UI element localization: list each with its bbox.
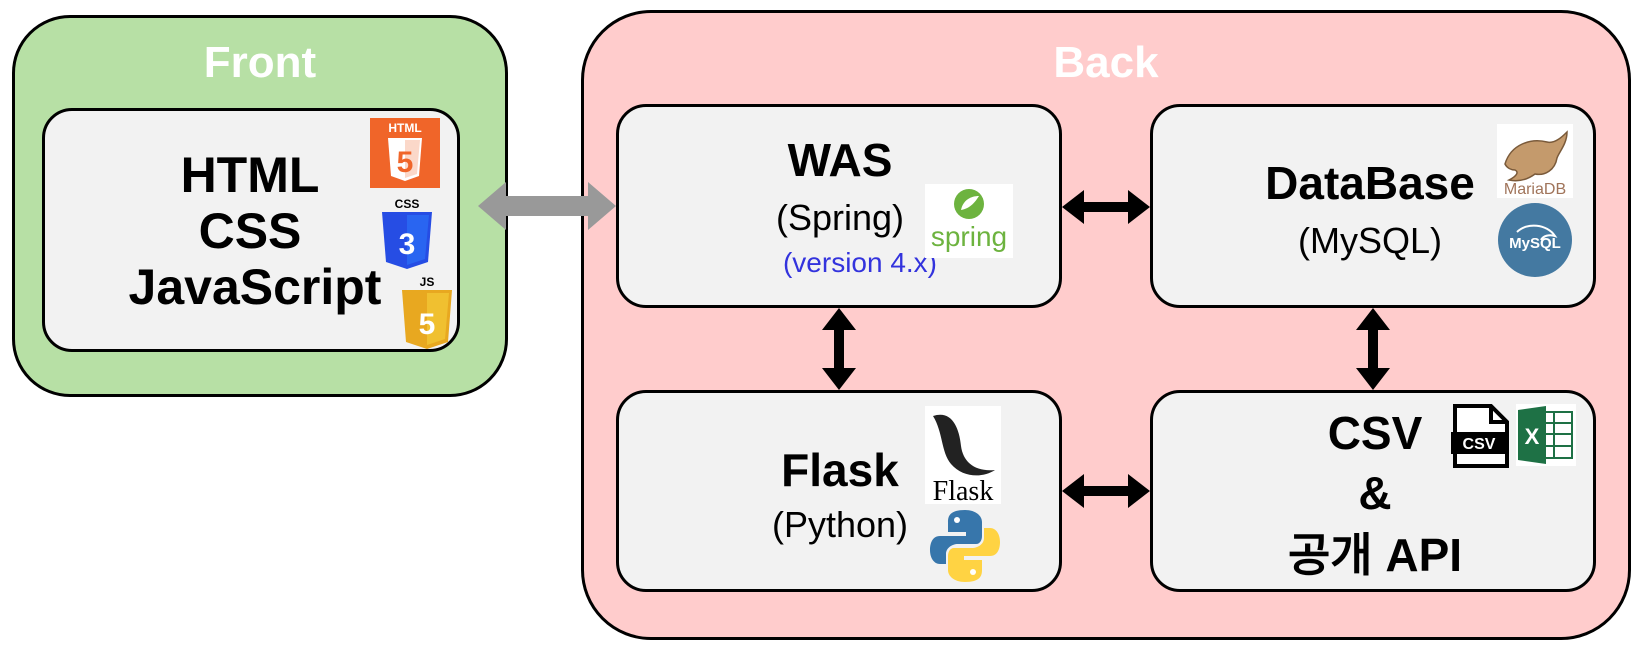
public-api-label: 공개 API [1287,529,1463,581]
csv-title: CSV [1327,407,1423,459]
spring-logo-icon: spring [925,184,1013,258]
was-flask-arrow [822,308,856,390]
svg-text:5: 5 [419,308,436,341]
was-subtitle: (Spring) [775,197,905,238]
was-title: WAS [787,134,893,186]
svg-text:MySQL: MySQL [1509,235,1561,252]
database-title: DataBase [1265,157,1475,209]
tech-html-label: HTML [180,147,320,203]
python-logo-icon [930,510,1000,582]
excel-icon: X [1516,404,1576,466]
flask-csv-arrow [1062,474,1150,508]
flask-logo-icon: Flask [925,406,1001,504]
ampersand-label: & [1358,467,1392,519]
svg-text:HTML: HTML [388,121,421,135]
was-database-arrow [1062,190,1150,224]
was-version: (version 4.x) [782,247,938,278]
svg-text:CSV: CSV [1463,436,1496,453]
svg-text:3: 3 [399,228,416,261]
svg-text:MariaDB: MariaDB [1504,181,1566,198]
svg-text:CSS: CSS [395,197,420,211]
front-was-arrow [478,182,616,230]
html5-logo-icon: HTML 5 [370,118,440,188]
flask-title: Flask [781,444,899,496]
svg-text:X: X [1525,424,1540,449]
svg-text:JS: JS [420,275,435,289]
svg-text:spring: spring [931,221,1007,252]
back-title: Back [1053,38,1159,87]
mysql-logo-icon: MySQL [1498,203,1572,277]
svg-text:5: 5 [397,146,414,179]
csv-file-icon: CSV [1451,404,1509,468]
mariadb-logo-icon: MariaDB [1497,124,1573,198]
tech-javascript-label: JavaScript [128,259,382,315]
javascript-logo-icon: JS 5 [402,275,452,349]
database-csv-arrow [1356,308,1390,390]
flask-subtitle: (Python) [771,504,909,545]
css3-logo-icon: CSS 3 [382,197,432,269]
tech-css-label: CSS [198,203,302,259]
front-title: Front [203,38,317,87]
svg-text:Flask: Flask [933,476,994,504]
database-subtitle: (MySQL) [1298,220,1442,261]
